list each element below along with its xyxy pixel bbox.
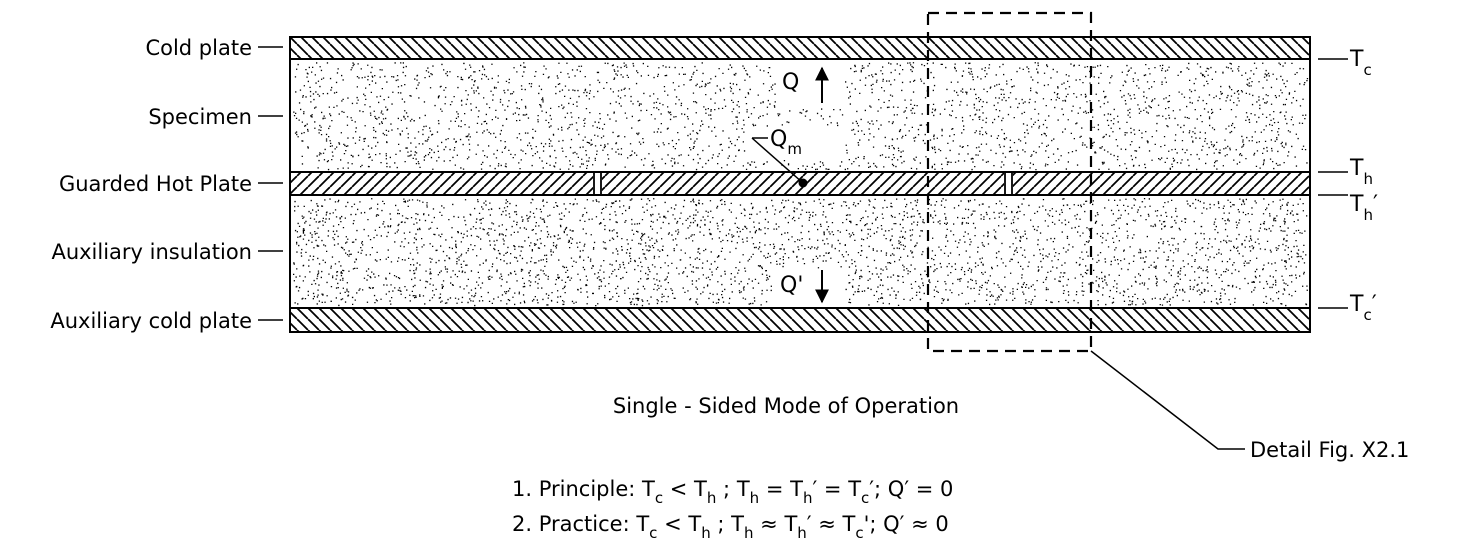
detail-region-box — [926, 11, 1093, 353]
detail-leader-line — [1090, 350, 1245, 450]
detail-figure-label: Detail Fig. X2.1 — [1250, 438, 1409, 462]
heat-flow-qm-label: Qm — [770, 127, 802, 158]
equation-practice: 2. Practice: Tc < Th ; Th ≈ Th′ ≈ Tc'; Q… — [512, 512, 949, 542]
temp-label-th: Th — [1349, 156, 1373, 188]
guard-gap-left — [593, 173, 602, 194]
auxiliary-cold-plate — [289, 307, 1311, 333]
temp-label-th-prime: Th′ — [1349, 192, 1378, 224]
label-auxiliary-cold-plate: Auxiliary cold plate — [50, 309, 252, 333]
cold-plate — [289, 36, 1311, 60]
label-guarded-hot-plate: Guarded Hot Plate — [59, 172, 252, 196]
temp-label-tc-prime: Tc′ — [1349, 292, 1377, 324]
equation-principle: 1. Principle: Tc < Th ; Th = Th′ = Tc′; … — [512, 477, 953, 507]
temp-label-tc: Tc — [1349, 47, 1372, 79]
heat-flow-q-prime-label: Q' — [780, 273, 803, 298]
guard-gap-right — [1004, 173, 1013, 194]
qm-leader-diagonal — [751, 137, 804, 184]
label-auxiliary-insulation: Auxiliary insulation — [51, 240, 252, 264]
label-specimen: Specimen — [148, 105, 252, 129]
label-cold-plate: Cold plate — [145, 36, 252, 60]
diagram-caption: Single - Sided Mode of Operation — [613, 394, 959, 418]
qm-measurement-point — [798, 178, 808, 188]
insulation-stipple — [293, 198, 1308, 307]
heat-flow-q-label: Q — [782, 70, 799, 95]
specimen-layer — [289, 58, 1311, 173]
